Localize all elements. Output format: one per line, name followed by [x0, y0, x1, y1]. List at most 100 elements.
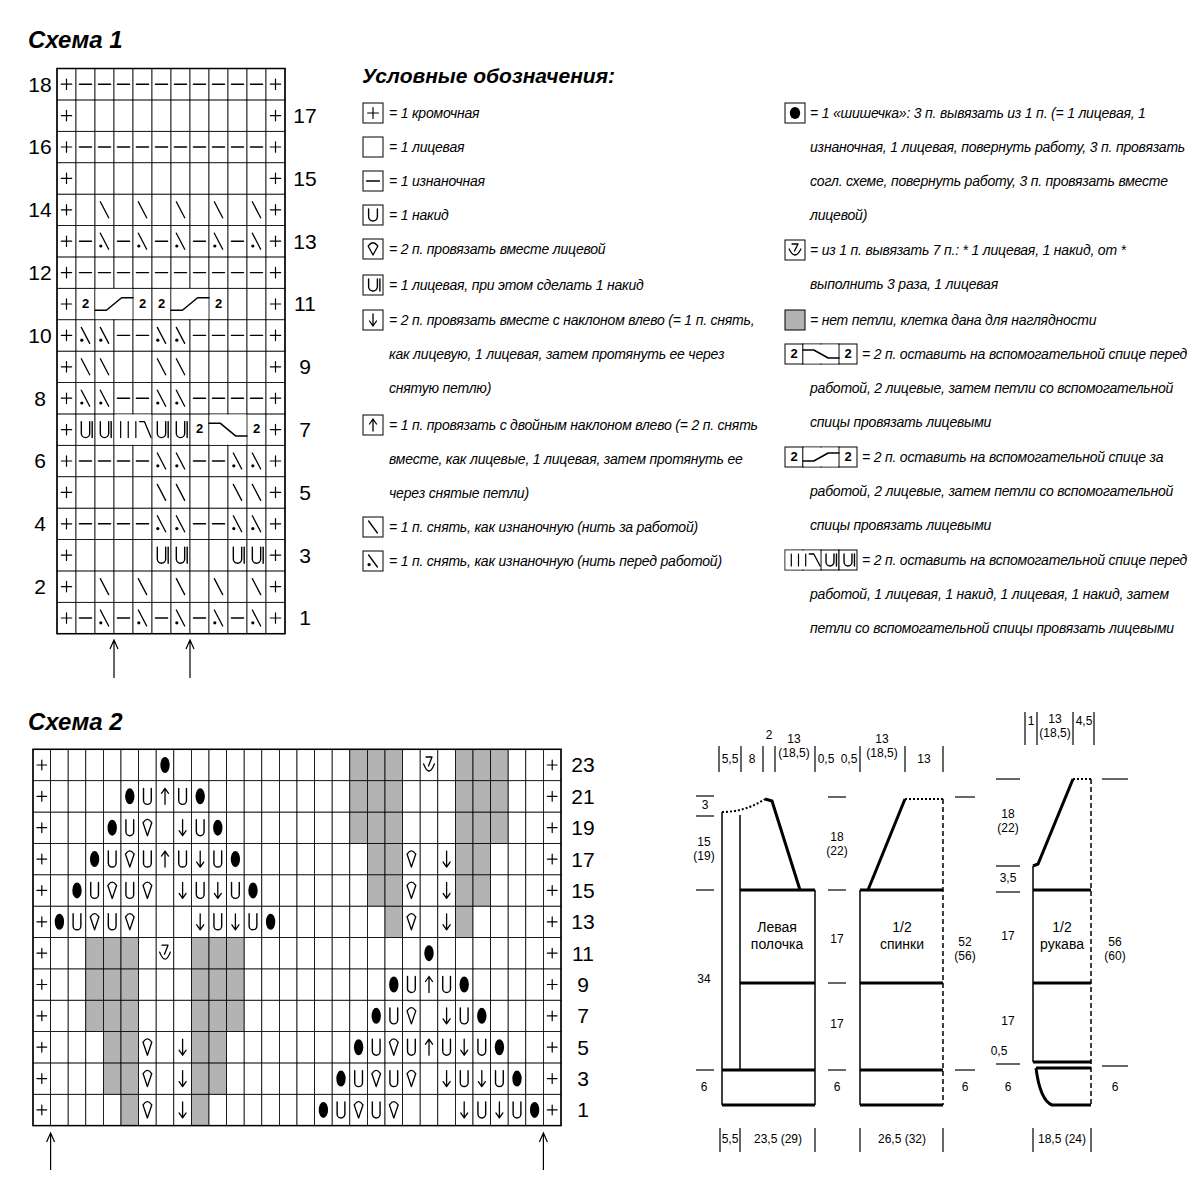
- edge-stitch-symbol: [61, 110, 71, 120]
- cell-frame: [76, 288, 95, 319]
- chart-cell: [51, 1063, 69, 1094]
- cell-frame: [455, 843, 473, 874]
- chart-cell: [95, 226, 114, 257]
- slip-back-symbol: [157, 484, 165, 500]
- chart-cell: [190, 320, 209, 351]
- chart-cell: [227, 749, 245, 780]
- purl-symbol: [136, 272, 148, 273]
- cell-frame: [543, 1000, 561, 1031]
- dimension: 34: [697, 972, 710, 986]
- legend-text: = 2 п. провязать вместе с наклоном влево…: [389, 312, 754, 396]
- cell-frame: [68, 812, 86, 843]
- cell-frame: [367, 1094, 385, 1125]
- purl-symbol: [250, 83, 262, 84]
- cell-frame: [76, 131, 95, 162]
- cell-frame: [33, 843, 51, 874]
- cell-frame: [133, 257, 152, 288]
- cell-frame: [174, 843, 192, 874]
- chart-cell: [367, 781, 385, 812]
- chart-cell: [103, 875, 121, 906]
- legend-text: = 2 п. провязать вместе лицевой: [389, 241, 605, 257]
- edge-stitch-symbol: [270, 393, 280, 403]
- chart-cell: [209, 100, 228, 131]
- slip-front-dot: [137, 244, 140, 247]
- legend-entry: = 1 лицевая, при этом сделать 1 накид: [389, 268, 761, 302]
- yarn-over-symbol: [73, 914, 81, 930]
- cell-frame: [297, 937, 315, 968]
- row-number: 12: [28, 261, 51, 284]
- cell-frame: [244, 812, 262, 843]
- legend-sample: [785, 447, 857, 467]
- cell-frame: [332, 1063, 350, 1094]
- cell-frame: [315, 749, 333, 780]
- cell-frame: [190, 194, 209, 225]
- chart-cell: [508, 906, 526, 937]
- cell-frame: [438, 1063, 456, 1094]
- cable-ground: [96, 289, 133, 319]
- cell-frame: [190, 602, 209, 633]
- purl-symbol: [79, 460, 91, 461]
- cell-frame: [133, 163, 152, 194]
- cell-frame: [420, 1000, 438, 1031]
- yarn-over-symbol: [108, 851, 116, 867]
- chart-cell: [95, 571, 114, 602]
- cell-frame: [152, 288, 171, 319]
- cell-frame: [315, 781, 333, 812]
- cell-frame: [51, 1063, 69, 1094]
- dimension: 13 (18,5): [1039, 712, 1070, 740]
- cell-frame: [68, 1094, 86, 1125]
- edge-stitch-symbol: [61, 613, 71, 623]
- chart-cell: [114, 445, 133, 476]
- chart-cell: [315, 1094, 333, 1125]
- purl-symbol: [174, 146, 186, 147]
- cell-frame: [227, 875, 245, 906]
- cell-frame: [57, 445, 76, 476]
- chart-cell: [266, 194, 285, 225]
- knit-bar-symbol: [167, 422, 168, 438]
- purl-symbol: [136, 523, 148, 524]
- chart-cell: [191, 1094, 209, 1125]
- chart-cell: [266, 100, 285, 131]
- cell-frame: [33, 749, 51, 780]
- chart-cell: [86, 875, 104, 906]
- label-box: 9: [577, 973, 589, 996]
- row-number: 1: [299, 606, 311, 629]
- chart-cell: [174, 969, 192, 1000]
- cell-frame: [266, 194, 285, 225]
- dimension: 15 (19): [693, 835, 714, 863]
- edge-stitch-symbol: [547, 1042, 557, 1052]
- chart-cell: [68, 843, 86, 874]
- dimension: 0,5: [991, 1044, 1008, 1058]
- legend-entry: = 2 п. оставить на вспомогательной спице…: [810, 337, 1188, 439]
- chart-cell: [455, 843, 473, 874]
- cell-frame: [191, 1032, 209, 1063]
- chart-cell: [95, 508, 114, 539]
- k2tog-symbol: [407, 851, 416, 867]
- cell-frame: [297, 969, 315, 1000]
- cell-frame: [95, 100, 114, 131]
- bobble-symbol: [90, 851, 99, 867]
- chart-cell: [103, 1094, 121, 1125]
- edge-stitch-symbol: [547, 1105, 557, 1115]
- label-box: 12: [28, 261, 51, 284]
- chart-cell: [228, 194, 247, 225]
- chart-cell: [133, 131, 152, 162]
- dimension: 8: [749, 752, 756, 766]
- chart-cell: [473, 1094, 491, 1125]
- cell-frame: [209, 383, 228, 414]
- chart-cell: [68, 969, 86, 1000]
- chart-cell: [526, 1063, 544, 1094]
- cell-frame: [209, 351, 228, 382]
- chart-cell: [543, 812, 561, 843]
- yarn-over-symbol: [179, 851, 187, 867]
- cell-frame: [190, 226, 209, 257]
- chart-cell: [103, 906, 121, 937]
- chart-cell: [350, 937, 368, 968]
- chart-cell: [76, 320, 95, 351]
- chart-cell: [350, 1032, 368, 1063]
- cell-frame: [543, 843, 561, 874]
- label-box: 2: [844, 450, 851, 464]
- cable-count: 2: [790, 449, 797, 464]
- ssk-symbol: [179, 1102, 186, 1118]
- chart-cell: [266, 571, 285, 602]
